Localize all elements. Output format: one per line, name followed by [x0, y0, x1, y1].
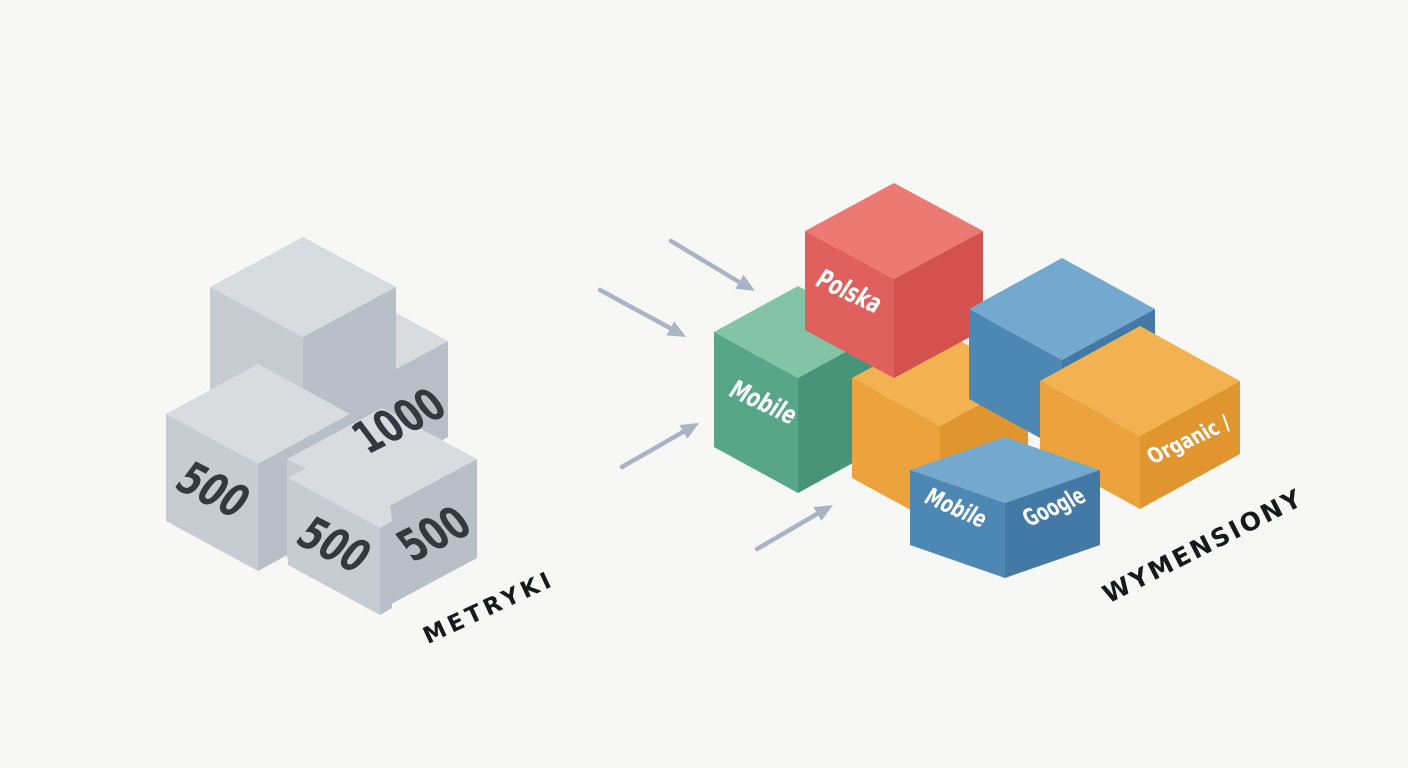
cube-face-right	[1140, 381, 1240, 509]
arrow-bottom	[754, 505, 833, 552]
arrow-head-icon	[735, 274, 755, 291]
cube-face-left	[714, 332, 798, 493]
flow-arrows	[597, 238, 833, 552]
metric-cube-500-mid	[288, 428, 392, 615]
cube-face-left	[910, 470, 1005, 578]
arrow-head-icon	[666, 321, 686, 337]
cube-face-left	[166, 414, 258, 571]
arrow-upper-mid	[597, 287, 686, 337]
dimension-cube-blue-front	[910, 437, 1100, 578]
arrow-shaft	[754, 511, 820, 552]
arrow-top	[668, 238, 755, 291]
arrow-shaft	[668, 238, 742, 285]
cube-face-left	[969, 309, 1062, 450]
cube-face-right	[894, 231, 983, 378]
arrow-shaft	[597, 287, 673, 331]
arrow-head-icon	[679, 423, 699, 439]
metrics-cube-group: 1000 500 500 500 METRYKI	[165, 237, 559, 650]
cube-face-right	[382, 459, 477, 609]
arrow-shaft	[619, 429, 686, 470]
metrics-group-title: METRYKI	[419, 566, 558, 649]
arrow-lower-mid	[619, 423, 699, 470]
cube-face-top	[288, 428, 392, 528]
dimension-cube-orange-organic	[1040, 326, 1240, 509]
cube-face-left	[805, 231, 894, 378]
cube-face-right	[1005, 470, 1100, 578]
dimension-cube-red-polska	[805, 183, 983, 378]
cube-face-left	[1040, 381, 1140, 509]
cube-face-left	[288, 478, 380, 615]
dimensions-cube-group: Polska Mobile Mobile Google Organic / WY…	[714, 183, 1308, 609]
cube-face-right	[380, 521, 392, 615]
arrow-head-icon	[813, 505, 833, 521]
